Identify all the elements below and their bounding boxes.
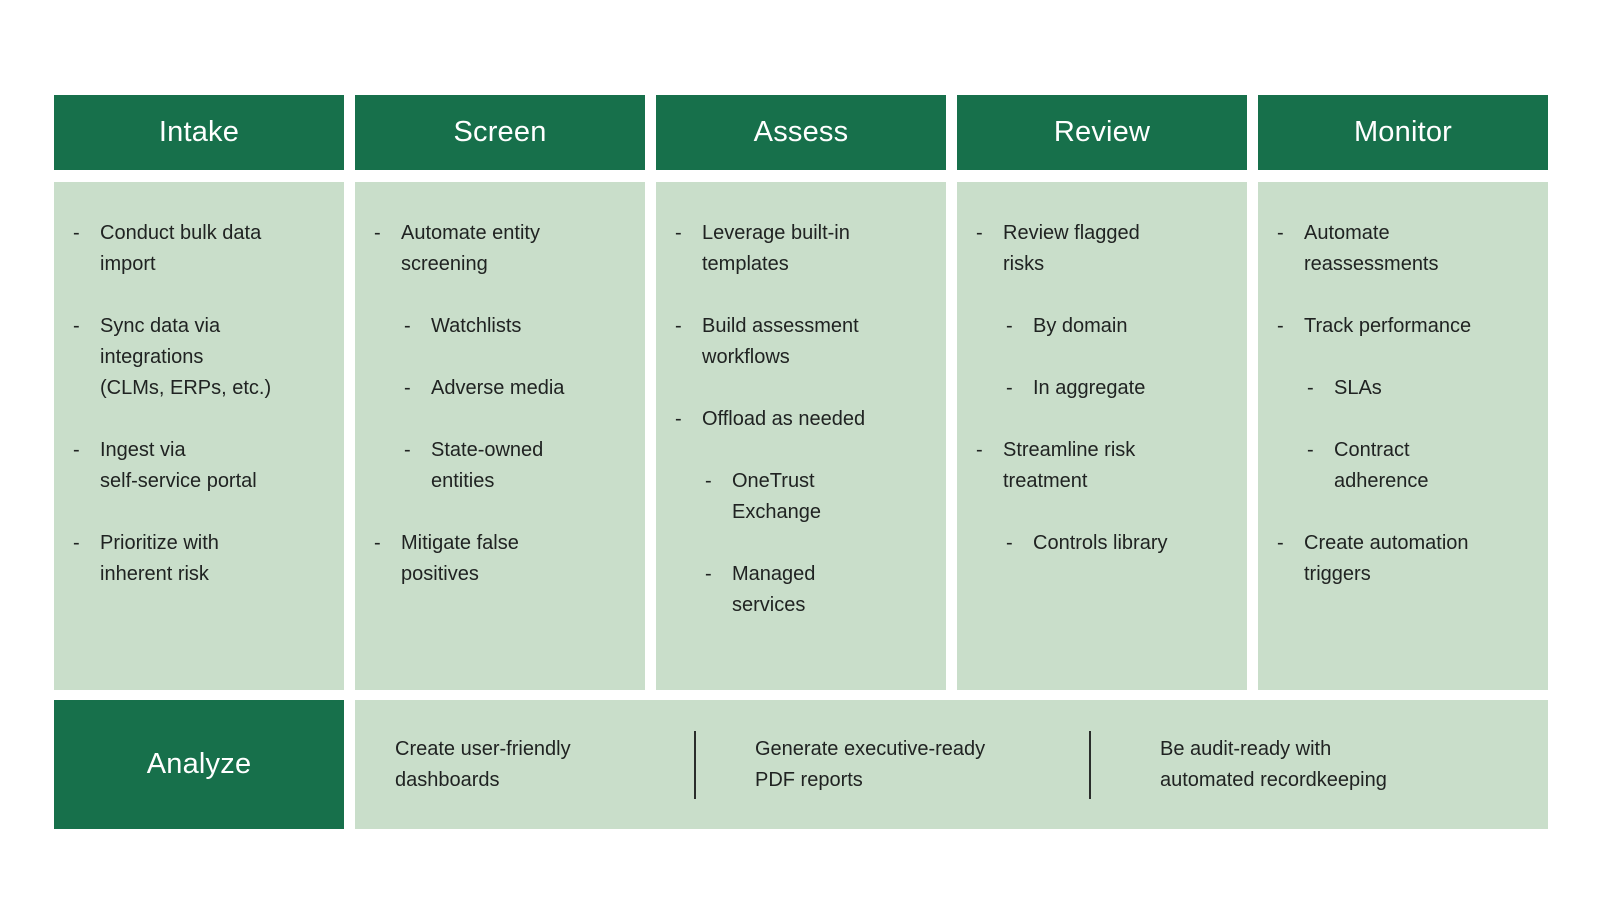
list-item: -Leverage built-in templates — [675, 218, 934, 280]
bottom-row: Analyze Create user-friendly dashboards G… — [54, 700, 1548, 829]
dash-bullet-icon: - — [404, 377, 411, 399]
dash-bullet-icon: - — [1277, 315, 1284, 337]
summary-cell: Create user-friendly dashboards — [395, 737, 571, 791]
column-body-monitor: -Automate reassessments-Track performanc… — [1258, 182, 1548, 690]
column-body-review: -Review flagged risks-By domain-In aggre… — [957, 182, 1247, 690]
list-item: -Conduct bulk data import — [73, 218, 332, 280]
column-assess: Assess-Leverage built-in templates-Build… — [656, 95, 946, 690]
list-item: -Automate reassessments — [1277, 218, 1536, 280]
column-header-intake: Intake — [54, 95, 344, 170]
column-header-monitor: Monitor — [1258, 95, 1548, 170]
column-header-screen: Screen — [355, 95, 645, 170]
list-item-text: State-owned entities — [431, 439, 544, 492]
list-item: -Review flagged risks — [976, 218, 1235, 280]
list-item-text: Contract adherence — [1334, 439, 1429, 492]
list-item: -Track performance — [1277, 311, 1536, 342]
list-item-text: Leverage built-in templates — [702, 222, 850, 275]
list-item: -Streamline risk treatment — [976, 435, 1235, 497]
dash-bullet-icon: - — [1277, 222, 1284, 244]
list-item-text: Automate reassessments — [1304, 222, 1439, 275]
list-item-text: Track performance — [1304, 315, 1472, 337]
dash-bullet-icon: - — [1307, 439, 1314, 461]
sub-list-item: -SLAs — [1307, 373, 1536, 404]
list-item-text: Controls library — [1033, 532, 1168, 554]
dash-bullet-icon: - — [675, 222, 682, 244]
dash-bullet-icon: - — [1277, 532, 1284, 554]
dash-bullet-icon: - — [73, 532, 80, 554]
process-diagram: Intake-Conduct bulk data import-Sync dat… — [54, 95, 1548, 829]
list-item: -Ingest via self-service portal — [73, 435, 332, 497]
dash-bullet-icon: - — [404, 439, 411, 461]
dash-bullet-icon: - — [1307, 377, 1314, 399]
list-item: -Offload as needed — [675, 404, 934, 435]
list-item-text: Ingest via self-service portal — [100, 439, 257, 492]
dash-bullet-icon: - — [73, 439, 80, 461]
sub-list-item: -Controls library — [1006, 528, 1235, 559]
sub-list-item: -State-owned entities — [404, 435, 633, 497]
column-body-screen: -Automate entity screening-Watchlists-Ad… — [355, 182, 645, 690]
column-monitor: Monitor-Automate reassessments-Track per… — [1258, 95, 1548, 690]
column-body-assess: -Leverage built-in templates-Build asses… — [656, 182, 946, 690]
summary-cell: Generate executive-ready PDF reports — [755, 737, 986, 791]
list-item: -Create automation triggers — [1277, 528, 1536, 590]
dash-bullet-icon: - — [374, 222, 381, 244]
list-item: -Automate entity screening — [374, 218, 633, 280]
list-item-text: Conduct bulk data import — [100, 222, 262, 275]
analyze-summary-panel: Create user-friendly dashboards Generate … — [355, 700, 1548, 829]
dash-bullet-icon: - — [374, 532, 381, 554]
dash-bullet-icon: - — [73, 222, 80, 244]
vertical-divider — [1089, 730, 1091, 799]
list-item-text: In aggregate — [1033, 377, 1146, 399]
dash-bullet-icon: - — [1006, 377, 1013, 399]
sub-list-item: -Managed services — [705, 559, 934, 621]
column-screen: Screen-Automate entity screening-Watchli… — [355, 95, 645, 690]
sub-list-item: -Contract adherence — [1307, 435, 1536, 497]
list-item-text: Prioritize with inherent risk — [100, 532, 219, 585]
list-item-text: Adverse media — [431, 377, 565, 399]
dash-bullet-icon: - — [675, 315, 682, 337]
dash-bullet-icon: - — [705, 563, 712, 585]
list-item-text: Sync data via integrations (CLMs, ERPs, … — [100, 315, 272, 399]
list-item-text: Watchlists — [431, 315, 522, 337]
list-item: -Prioritize with inherent risk — [73, 528, 332, 590]
list-item: -Sync data via integrations (CLMs, ERPs,… — [73, 311, 332, 404]
dash-bullet-icon: - — [976, 439, 983, 461]
dash-bullet-icon: - — [675, 408, 682, 430]
dash-bullet-icon: - — [1006, 532, 1013, 554]
list-item-text: Streamline risk treatment — [1003, 439, 1136, 492]
column-header-review: Review — [957, 95, 1247, 170]
dash-bullet-icon: - — [1006, 315, 1013, 337]
dash-bullet-icon: - — [73, 315, 80, 337]
list-item-text: Build assessment workflows — [702, 315, 859, 368]
list-item-text: Offload as needed — [702, 408, 866, 430]
list-item: -Build assessment workflows — [675, 311, 934, 373]
list-item-text: SLAs — [1334, 377, 1382, 399]
column-review: Review-Review flagged risks-By domain-In… — [957, 95, 1247, 690]
column-intake: Intake-Conduct bulk data import-Sync dat… — [54, 95, 344, 690]
dash-bullet-icon: - — [705, 470, 712, 492]
sub-list-item: -By domain — [1006, 311, 1235, 342]
sub-list-item: -Watchlists — [404, 311, 633, 342]
sub-list-item: -In aggregate — [1006, 373, 1235, 404]
columns-grid: Intake-Conduct bulk data import-Sync dat… — [54, 95, 1548, 690]
summary-cell: Be audit-ready with automated recordkeep… — [1160, 737, 1387, 791]
list-item-text: Mitigate false positives — [401, 532, 519, 585]
sub-list-item: -Adverse media — [404, 373, 633, 404]
list-item-text: Create automation triggers — [1304, 532, 1469, 585]
dash-bullet-icon: - — [976, 222, 983, 244]
dash-bullet-icon: - — [404, 315, 411, 337]
list-item-text: Managed services — [732, 563, 816, 616]
list-item: -Mitigate false positives — [374, 528, 633, 590]
vertical-divider — [694, 730, 696, 799]
list-item-text: Review flagged risks — [1003, 222, 1140, 275]
column-header-assess: Assess — [656, 95, 946, 170]
analyze-header-label: Analyze — [146, 748, 252, 780]
sub-list-item: -OneTrust Exchange — [705, 466, 934, 528]
list-item-text: Automate entity screening — [401, 222, 540, 275]
list-item-text: OneTrust Exchange — [732, 470, 821, 523]
list-item-text: By domain — [1033, 315, 1128, 337]
analyze-header: Analyze — [54, 700, 344, 829]
column-body-intake: -Conduct bulk data import-Sync data via … — [54, 182, 344, 690]
